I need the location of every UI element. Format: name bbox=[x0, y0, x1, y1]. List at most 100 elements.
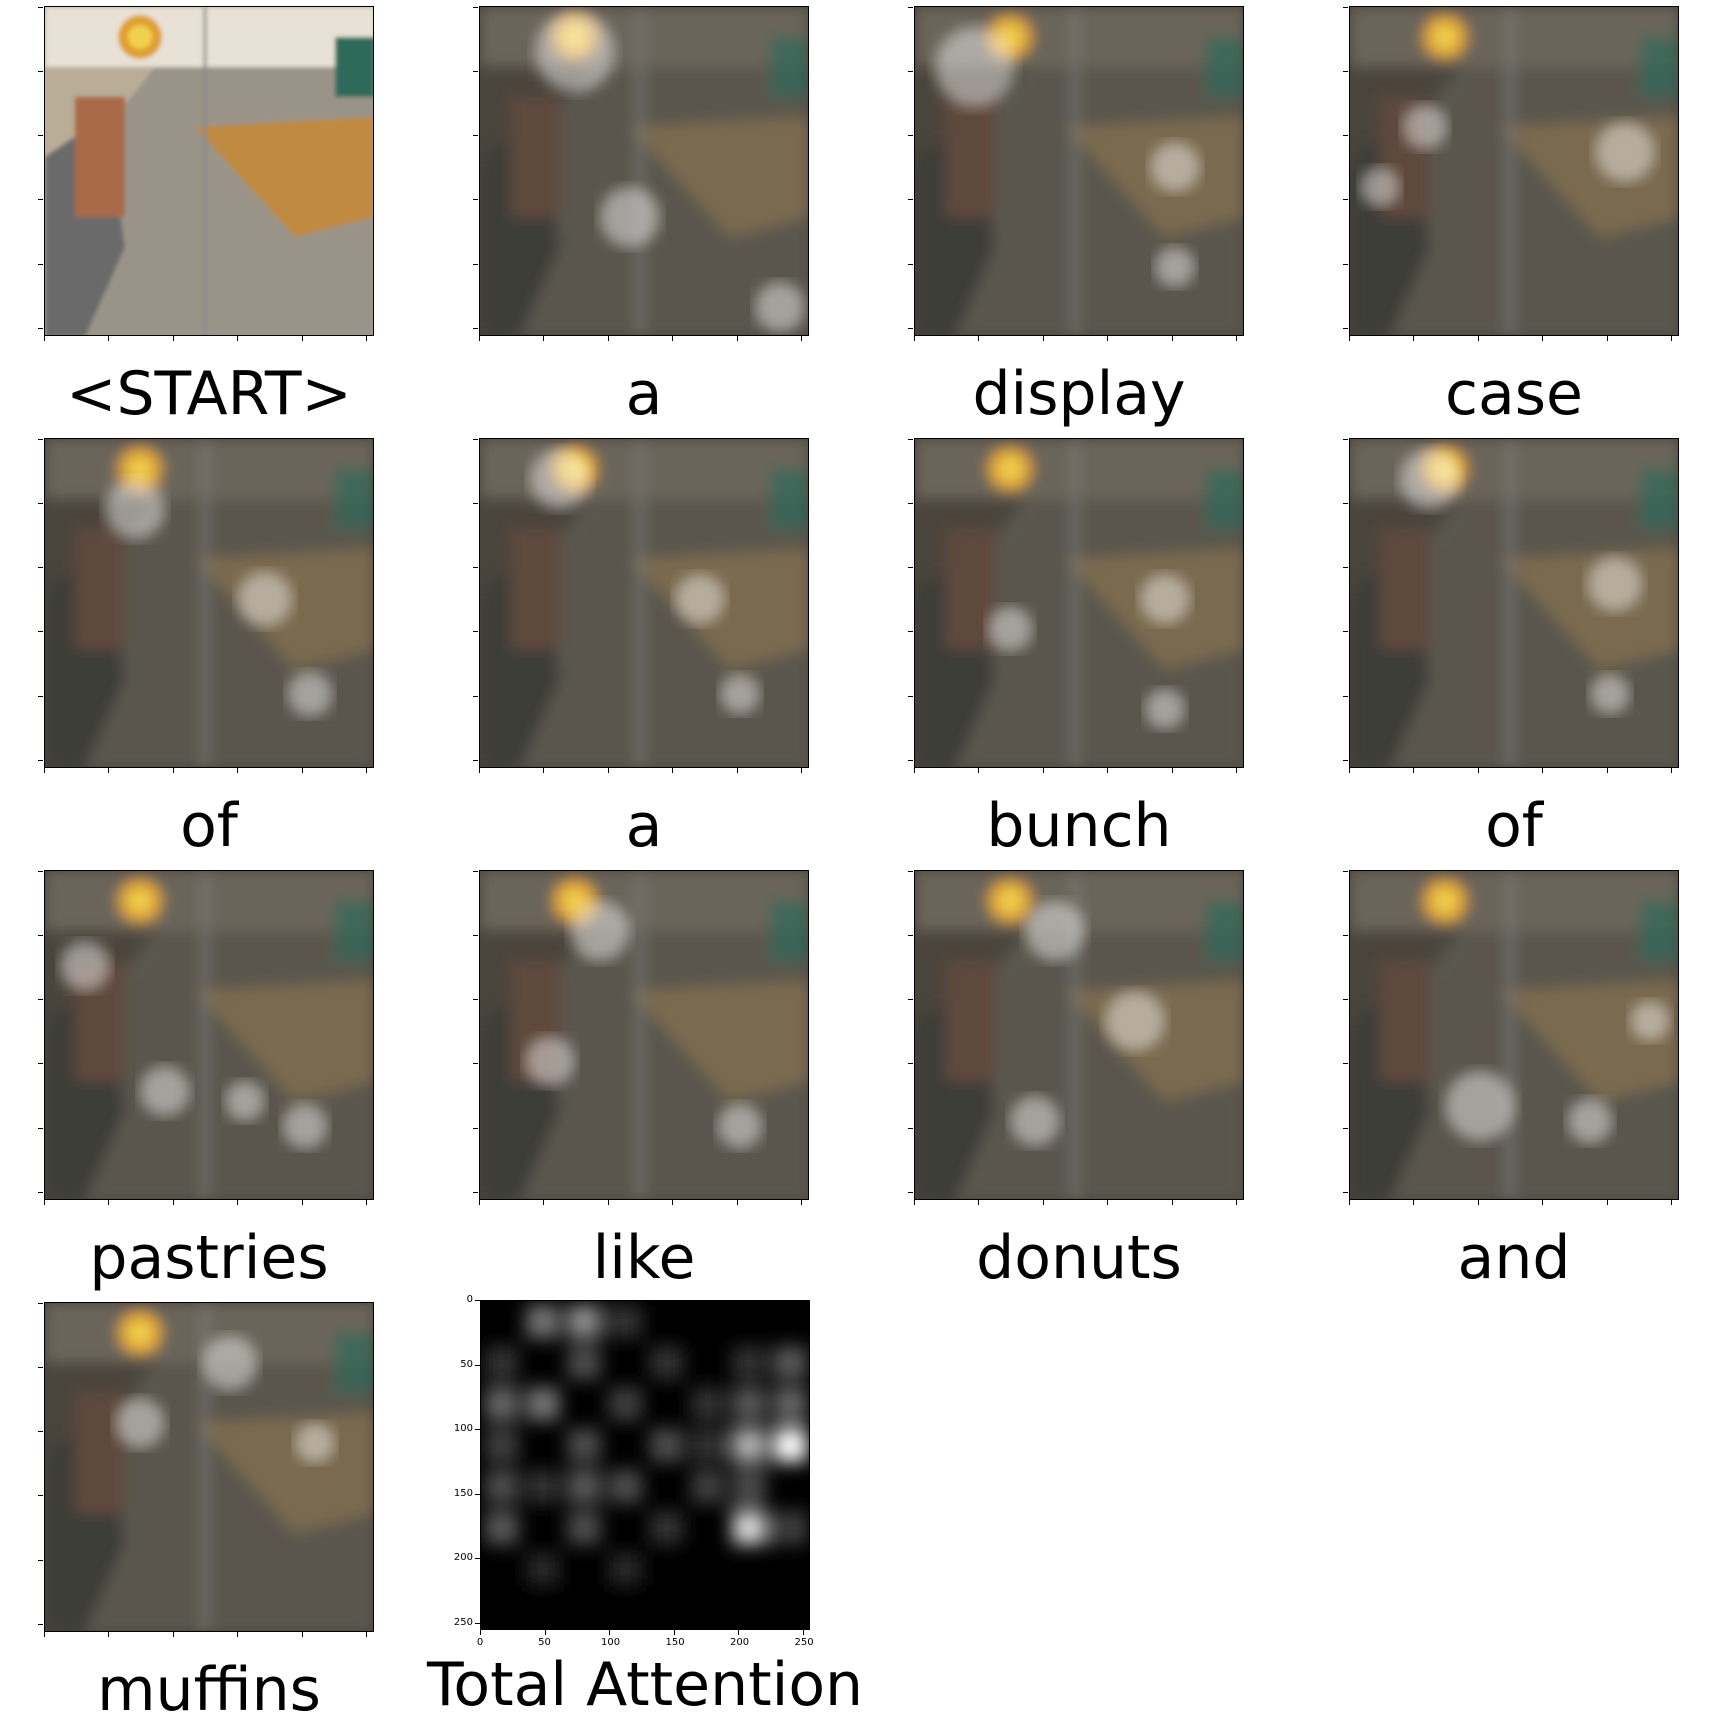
heatmap-cell bbox=[773, 1511, 807, 1545]
total-attention-heatmap bbox=[480, 1300, 810, 1630]
y-ticks bbox=[38, 438, 44, 768]
heatmap-cell bbox=[608, 1470, 642, 1504]
attention-image bbox=[479, 870, 809, 1200]
attention-panel bbox=[473, 6, 809, 341]
x-tick bbox=[544, 1630, 546, 1635]
heatmap-cell bbox=[773, 1428, 807, 1462]
y-tick-label: 200 bbox=[453, 1552, 473, 1563]
caption-word: muffins bbox=[97, 1655, 321, 1725]
heatmap-cell bbox=[567, 1470, 601, 1504]
heatmap-cell bbox=[691, 1428, 725, 1462]
attention-image bbox=[479, 438, 809, 768]
attention-image bbox=[1349, 6, 1679, 336]
attention-panel bbox=[473, 438, 809, 773]
x-tick bbox=[802, 1630, 804, 1635]
attention-image bbox=[914, 870, 1244, 1200]
heatmap-cell bbox=[485, 1428, 519, 1462]
y-tick bbox=[475, 1300, 480, 1301]
x-tick-label: 150 bbox=[665, 1637, 685, 1648]
y-ticks bbox=[473, 6, 479, 336]
heatmap-cell bbox=[485, 1346, 519, 1380]
heatmap-cell bbox=[732, 1428, 766, 1462]
heatmap-cell bbox=[732, 1346, 766, 1380]
x-ticks bbox=[44, 336, 374, 342]
y-ticks bbox=[38, 6, 44, 336]
x-tick-label: 0 bbox=[476, 1637, 484, 1648]
x-ticks bbox=[479, 1200, 809, 1206]
x-ticks bbox=[44, 1632, 374, 1638]
caption-word: <START> bbox=[66, 359, 352, 429]
caption-word: of bbox=[1485, 791, 1543, 861]
x-tick-label: 200 bbox=[730, 1637, 750, 1648]
heatmap-cell bbox=[485, 1470, 519, 1504]
y-tick-label: 100 bbox=[453, 1423, 473, 1434]
y-ticks bbox=[908, 6, 914, 336]
y-ticks bbox=[908, 870, 914, 1200]
caption-word: donuts bbox=[976, 1223, 1182, 1293]
caption-word: of bbox=[180, 791, 238, 861]
x-ticks bbox=[44, 1200, 374, 1206]
attention-image bbox=[44, 6, 374, 336]
y-tick-label: 0 bbox=[466, 1294, 473, 1305]
caption-word: like bbox=[592, 1223, 696, 1293]
x-tick bbox=[609, 1630, 610, 1635]
attention-panel bbox=[38, 870, 374, 1205]
x-ticks bbox=[914, 336, 1244, 342]
heatmap-cell bbox=[732, 1511, 766, 1545]
x-ticks bbox=[44, 768, 374, 774]
y-tick bbox=[475, 1493, 480, 1495]
attention-panel bbox=[908, 870, 1244, 1205]
x-ticks bbox=[479, 336, 809, 342]
attention-panel bbox=[473, 870, 809, 1205]
attention-panel bbox=[908, 438, 1244, 773]
heatmap-cell bbox=[691, 1470, 725, 1504]
caption-word: and bbox=[1457, 1223, 1571, 1293]
x-ticks bbox=[914, 1200, 1244, 1206]
caption-word: a bbox=[625, 359, 663, 429]
attention-panel bbox=[908, 6, 1244, 341]
x-tick-label: 100 bbox=[601, 1637, 621, 1648]
heatmap-cell bbox=[650, 1511, 684, 1545]
attention-panel bbox=[1343, 6, 1679, 341]
y-ticks bbox=[38, 870, 44, 1200]
x-tick-label: 50 bbox=[538, 1637, 551, 1648]
attention-panel bbox=[1343, 438, 1679, 773]
attention-panel bbox=[38, 6, 374, 341]
y-ticks bbox=[473, 870, 479, 1200]
y-ticks bbox=[1343, 870, 1349, 1200]
x-ticks bbox=[479, 768, 809, 774]
y-tick-label: 250 bbox=[453, 1616, 473, 1628]
caption-word: bunch bbox=[986, 791, 1172, 861]
heatmap-cell bbox=[526, 1470, 560, 1504]
caption-word: pastries bbox=[89, 1223, 329, 1293]
heatmap-cell bbox=[567, 1305, 601, 1339]
heatmap-cell bbox=[608, 1552, 642, 1586]
heatmap-cell bbox=[567, 1511, 601, 1545]
x-tick bbox=[480, 1630, 481, 1635]
x-ticks bbox=[914, 768, 1244, 774]
heatmap-cell bbox=[650, 1428, 684, 1462]
x-ticks bbox=[1349, 1200, 1679, 1206]
heatmap-cell bbox=[691, 1387, 725, 1421]
y-tick bbox=[475, 1429, 480, 1430]
heatmap-cell bbox=[526, 1552, 560, 1586]
heatmap-cell bbox=[567, 1428, 601, 1462]
y-ticks bbox=[38, 1302, 44, 1632]
y-tick bbox=[475, 1364, 480, 1366]
heatmap-cell bbox=[732, 1470, 766, 1504]
caption-word: case bbox=[1445, 359, 1583, 429]
total-attention-title: Total Attention bbox=[426, 1650, 864, 1720]
x-ticks bbox=[1349, 336, 1679, 342]
heatmap-cell bbox=[526, 1305, 560, 1339]
attention-image bbox=[44, 438, 374, 768]
heatmap-cell bbox=[608, 1305, 642, 1339]
y-tick-label: 150 bbox=[453, 1487, 473, 1499]
heatmap-cell bbox=[773, 1387, 807, 1421]
caption-word: display bbox=[972, 359, 1186, 429]
y-ticks bbox=[908, 438, 914, 768]
heatmap-cell bbox=[567, 1346, 601, 1380]
y-ticks bbox=[1343, 6, 1349, 336]
y-ticks bbox=[1343, 438, 1349, 768]
y-tick-label: 50 bbox=[460, 1358, 473, 1370]
